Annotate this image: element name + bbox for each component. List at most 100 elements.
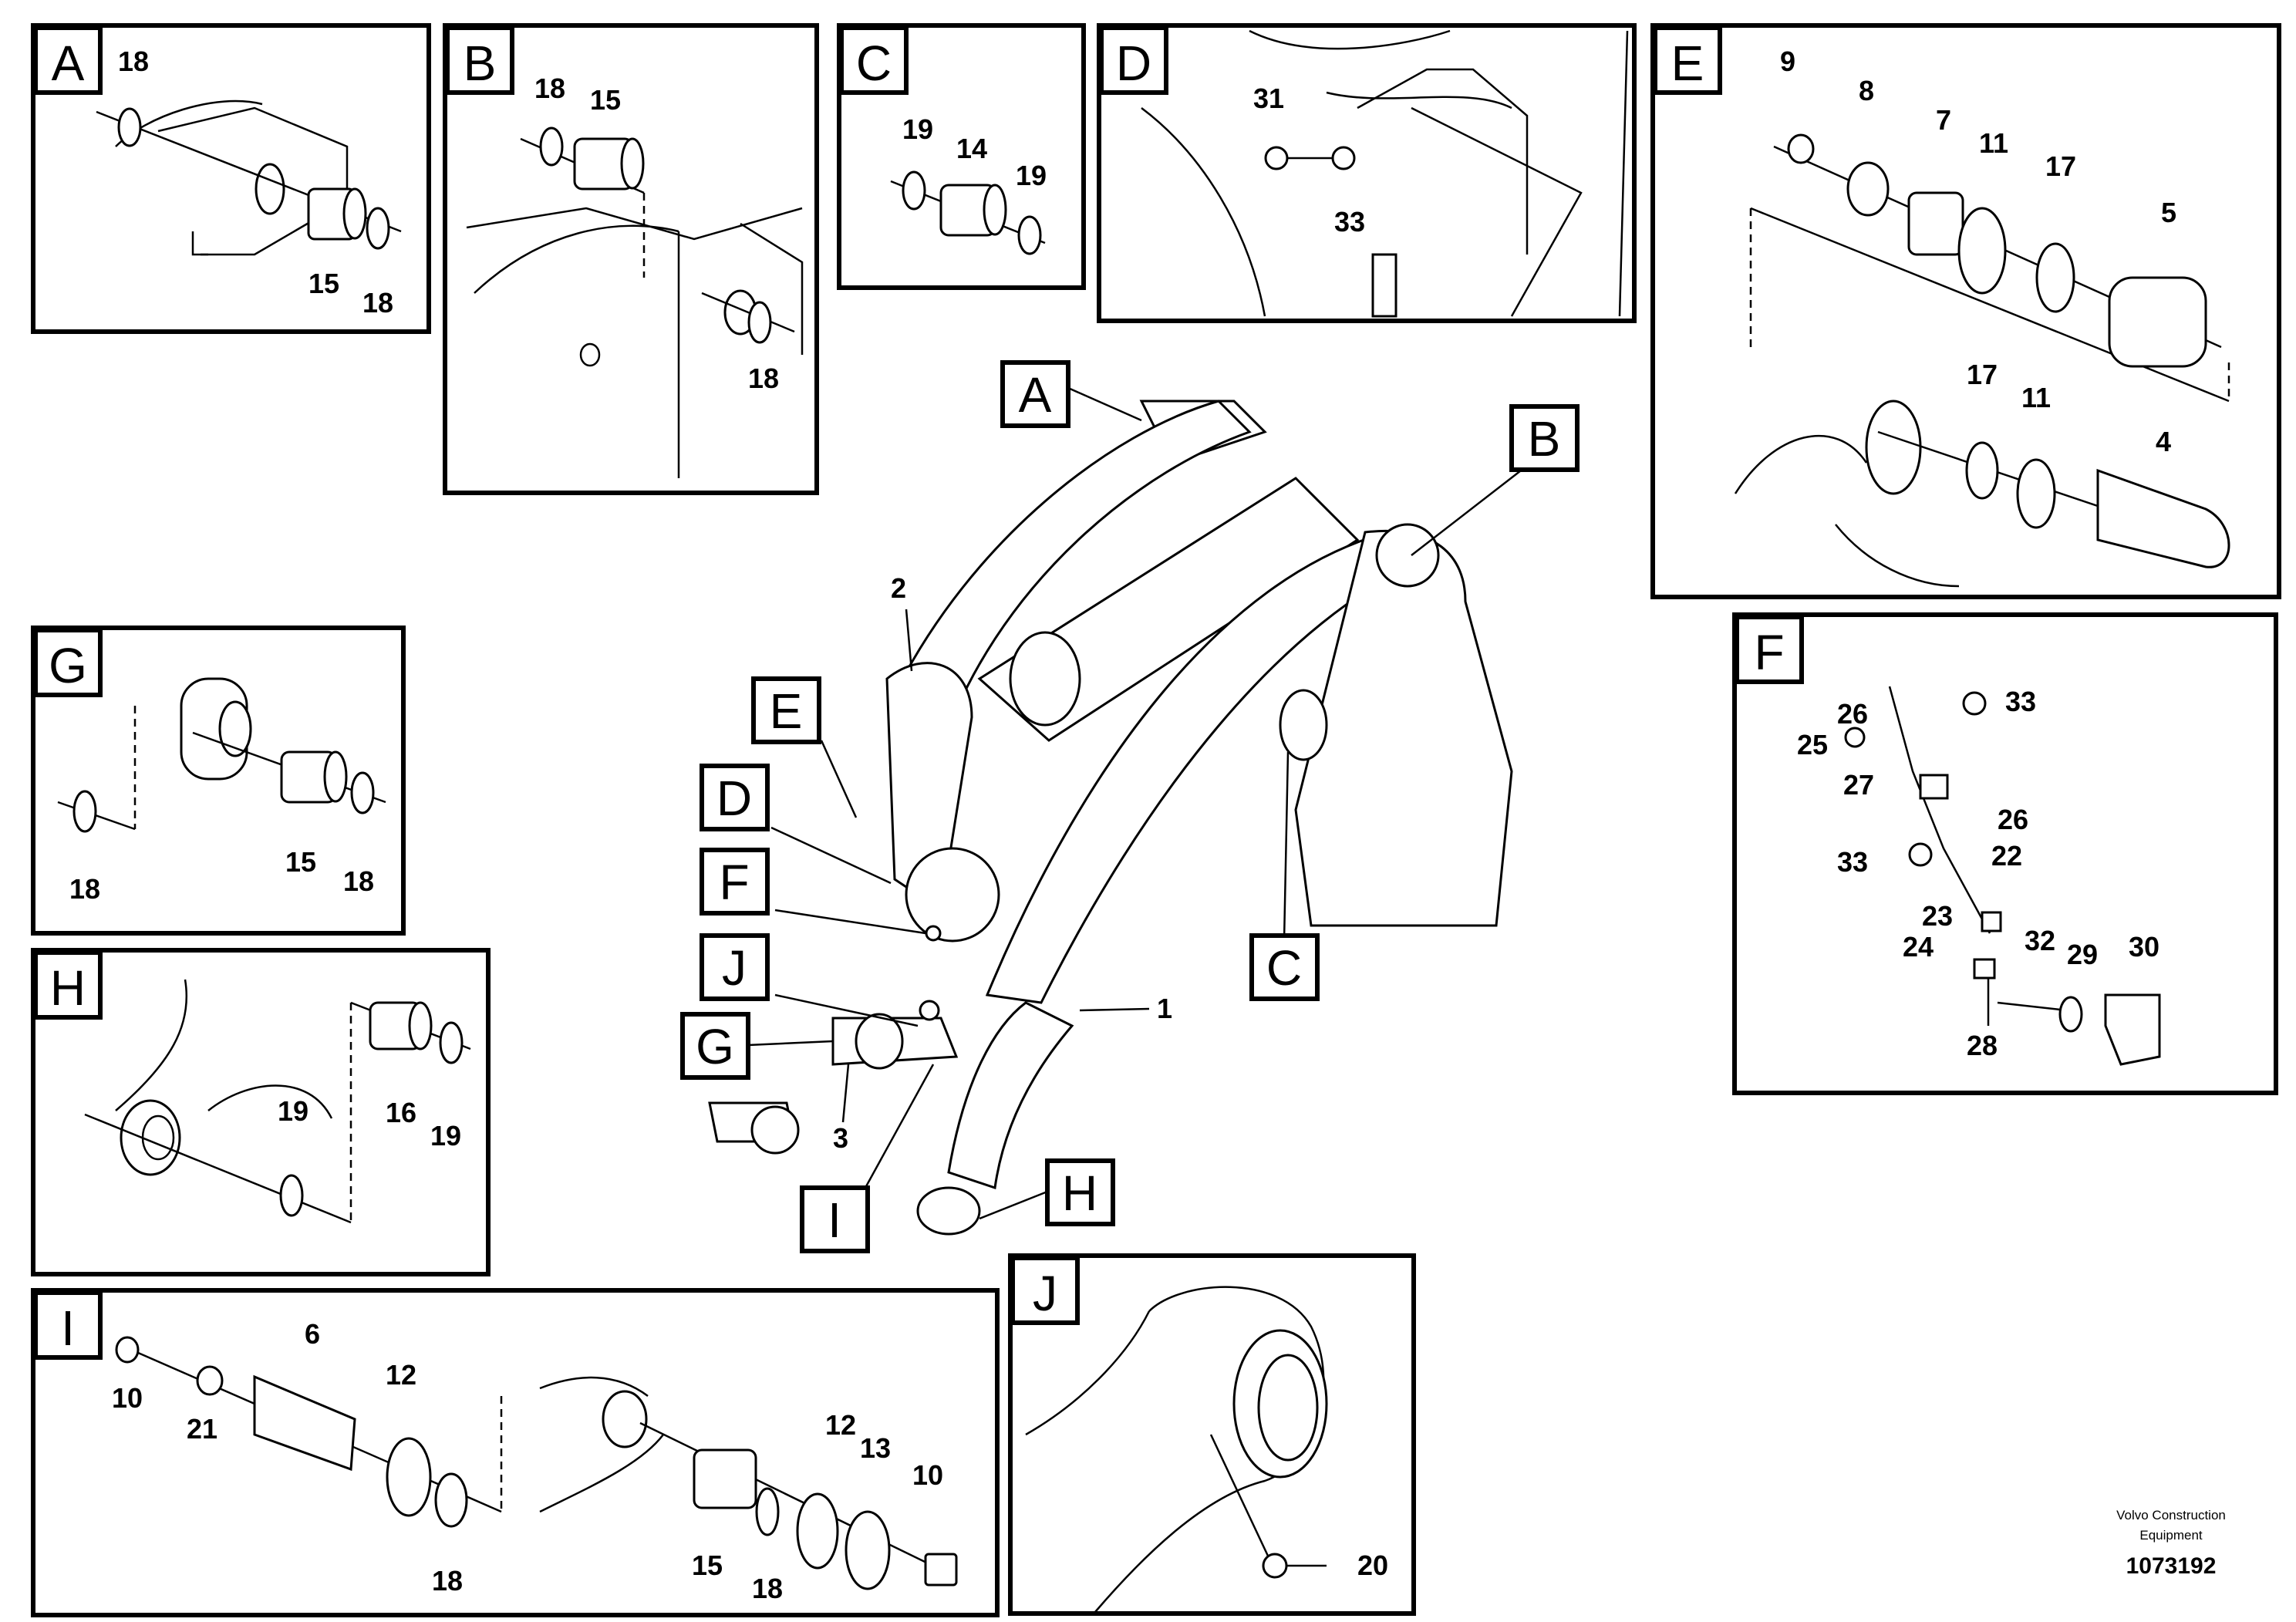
seal-ring xyxy=(1957,207,2007,295)
seal-ring xyxy=(2035,242,2075,313)
part-number: 19 xyxy=(1016,160,1047,191)
grease-nipple xyxy=(1331,146,1356,170)
part-number: 30 xyxy=(2129,931,2159,963)
part-number: 28 xyxy=(1967,1030,1998,1061)
bracket xyxy=(2104,993,2161,1066)
part-number: 10 xyxy=(112,1382,143,1414)
callout-b: B xyxy=(1528,411,1561,467)
part-number: 33 xyxy=(1334,206,1365,238)
grease-nipple xyxy=(1962,691,1987,716)
part-number: 3 xyxy=(833,1122,848,1154)
seal-ring xyxy=(796,1492,839,1570)
callout-i: I xyxy=(828,1192,841,1248)
panel-e-letter: E xyxy=(1671,35,1704,91)
part-number: 15 xyxy=(285,846,316,878)
part-number: 19 xyxy=(278,1095,308,1127)
panel-g-letter: G xyxy=(49,638,87,693)
part-number: 18 xyxy=(343,865,374,897)
part-number: 33 xyxy=(2005,686,2036,717)
lower-boom-end xyxy=(947,1001,1074,1189)
part-number: 15 xyxy=(590,84,621,116)
seal-ring xyxy=(902,170,926,211)
main-callouts: A B E D F J G C I H xyxy=(680,360,1580,1253)
detail-panel-f: F 26 33 25 27 26 33 22 23 24 32 29 30 28 xyxy=(1732,612,2278,1095)
credit-line2: Equipment xyxy=(2139,1528,2203,1543)
callout-j: J xyxy=(722,940,747,996)
washer-plate xyxy=(1846,161,1890,217)
panel-c-letter: C xyxy=(856,35,892,91)
washer-plate xyxy=(845,1510,891,1590)
part-number: 2 xyxy=(891,572,906,604)
grease-nipple xyxy=(1908,842,1933,867)
seal-ring xyxy=(439,1021,464,1064)
seal-ring xyxy=(2016,458,2056,529)
part-number: 13 xyxy=(860,1432,891,1464)
document-number: 1073192 xyxy=(2126,1553,2217,1579)
pin xyxy=(2096,468,2230,568)
detail-panel-b: B 18 15 18 xyxy=(443,23,819,495)
part-number: 11 xyxy=(1979,127,2008,159)
part-number: 16 xyxy=(386,1097,416,1128)
part-number: 32 xyxy=(2025,925,2055,956)
part-number: 21 xyxy=(187,1413,217,1445)
part-number: 18 xyxy=(534,73,565,104)
part-number: 10 xyxy=(912,1459,943,1491)
part-number: 33 xyxy=(1837,846,1868,878)
part-number: 5 xyxy=(2161,197,2176,228)
seal-ring xyxy=(279,1174,304,1217)
pin xyxy=(253,1374,356,1472)
grease-nipple xyxy=(1264,146,1289,170)
grease-nipple xyxy=(1262,1553,1288,1579)
bolt-head xyxy=(1787,133,1815,164)
part-number: 9 xyxy=(1780,46,1795,77)
bolt-head xyxy=(115,1336,140,1364)
detail-panel-g: G 15 18 18 xyxy=(31,626,406,936)
callout-leaders xyxy=(747,386,1532,1220)
bolt-head xyxy=(924,1553,958,1587)
callout-g: G xyxy=(696,1019,734,1074)
part-number: 29 xyxy=(2067,939,2098,970)
outer-boom-arm-left xyxy=(892,400,1252,711)
footer-credit: Volvo Construction Equipment 1073192 xyxy=(2116,1508,2226,1579)
panel-h-letter: H xyxy=(50,960,86,1016)
seal-ring xyxy=(755,1487,780,1536)
part-number: 19 xyxy=(430,1120,461,1152)
seal-ring xyxy=(366,207,390,250)
part-number: 27 xyxy=(1843,769,1874,801)
callout-e: E xyxy=(770,683,803,739)
callout-h: H xyxy=(1062,1165,1097,1221)
part-number: 18 xyxy=(69,873,100,905)
panel-i-letter: I xyxy=(61,1300,75,1356)
panel-f-letter: F xyxy=(1754,625,1784,680)
part-number: 12 xyxy=(386,1359,416,1391)
part-number: 24 xyxy=(1903,931,1934,963)
part-number: 31 xyxy=(1253,83,1284,114)
seal-ring xyxy=(539,126,564,167)
main-assembly xyxy=(708,400,1513,1236)
seal-ring xyxy=(350,771,375,814)
part-number: 14 xyxy=(956,133,987,164)
panel-b-letter: B xyxy=(464,35,497,91)
bushing xyxy=(1907,191,1964,256)
part-number: 20 xyxy=(1357,1549,1388,1581)
part-number: 17 xyxy=(2045,150,2076,182)
callout-f: F xyxy=(719,855,749,910)
part-number: 18 xyxy=(748,363,779,394)
bushing xyxy=(693,1448,757,1509)
main-part-numbers: 2 1 3 xyxy=(833,572,1172,1154)
seal-ring xyxy=(747,301,772,344)
part-number: 18 xyxy=(118,46,149,77)
part-number: 8 xyxy=(1859,75,1874,106)
part-number: 25 xyxy=(1797,729,1828,760)
seal-ring xyxy=(434,1472,468,1528)
part-number: 18 xyxy=(432,1565,463,1597)
part-number: 23 xyxy=(1922,900,1953,932)
panel-a-letter: A xyxy=(52,35,85,91)
bushing xyxy=(2108,276,2207,368)
part-number: 18 xyxy=(362,287,393,319)
detail-panel-d: D 31 33 xyxy=(1097,23,1637,323)
part-number: 26 xyxy=(1837,698,1868,730)
callout-a: A xyxy=(1019,367,1052,423)
elbow-fitting xyxy=(1973,958,1996,980)
